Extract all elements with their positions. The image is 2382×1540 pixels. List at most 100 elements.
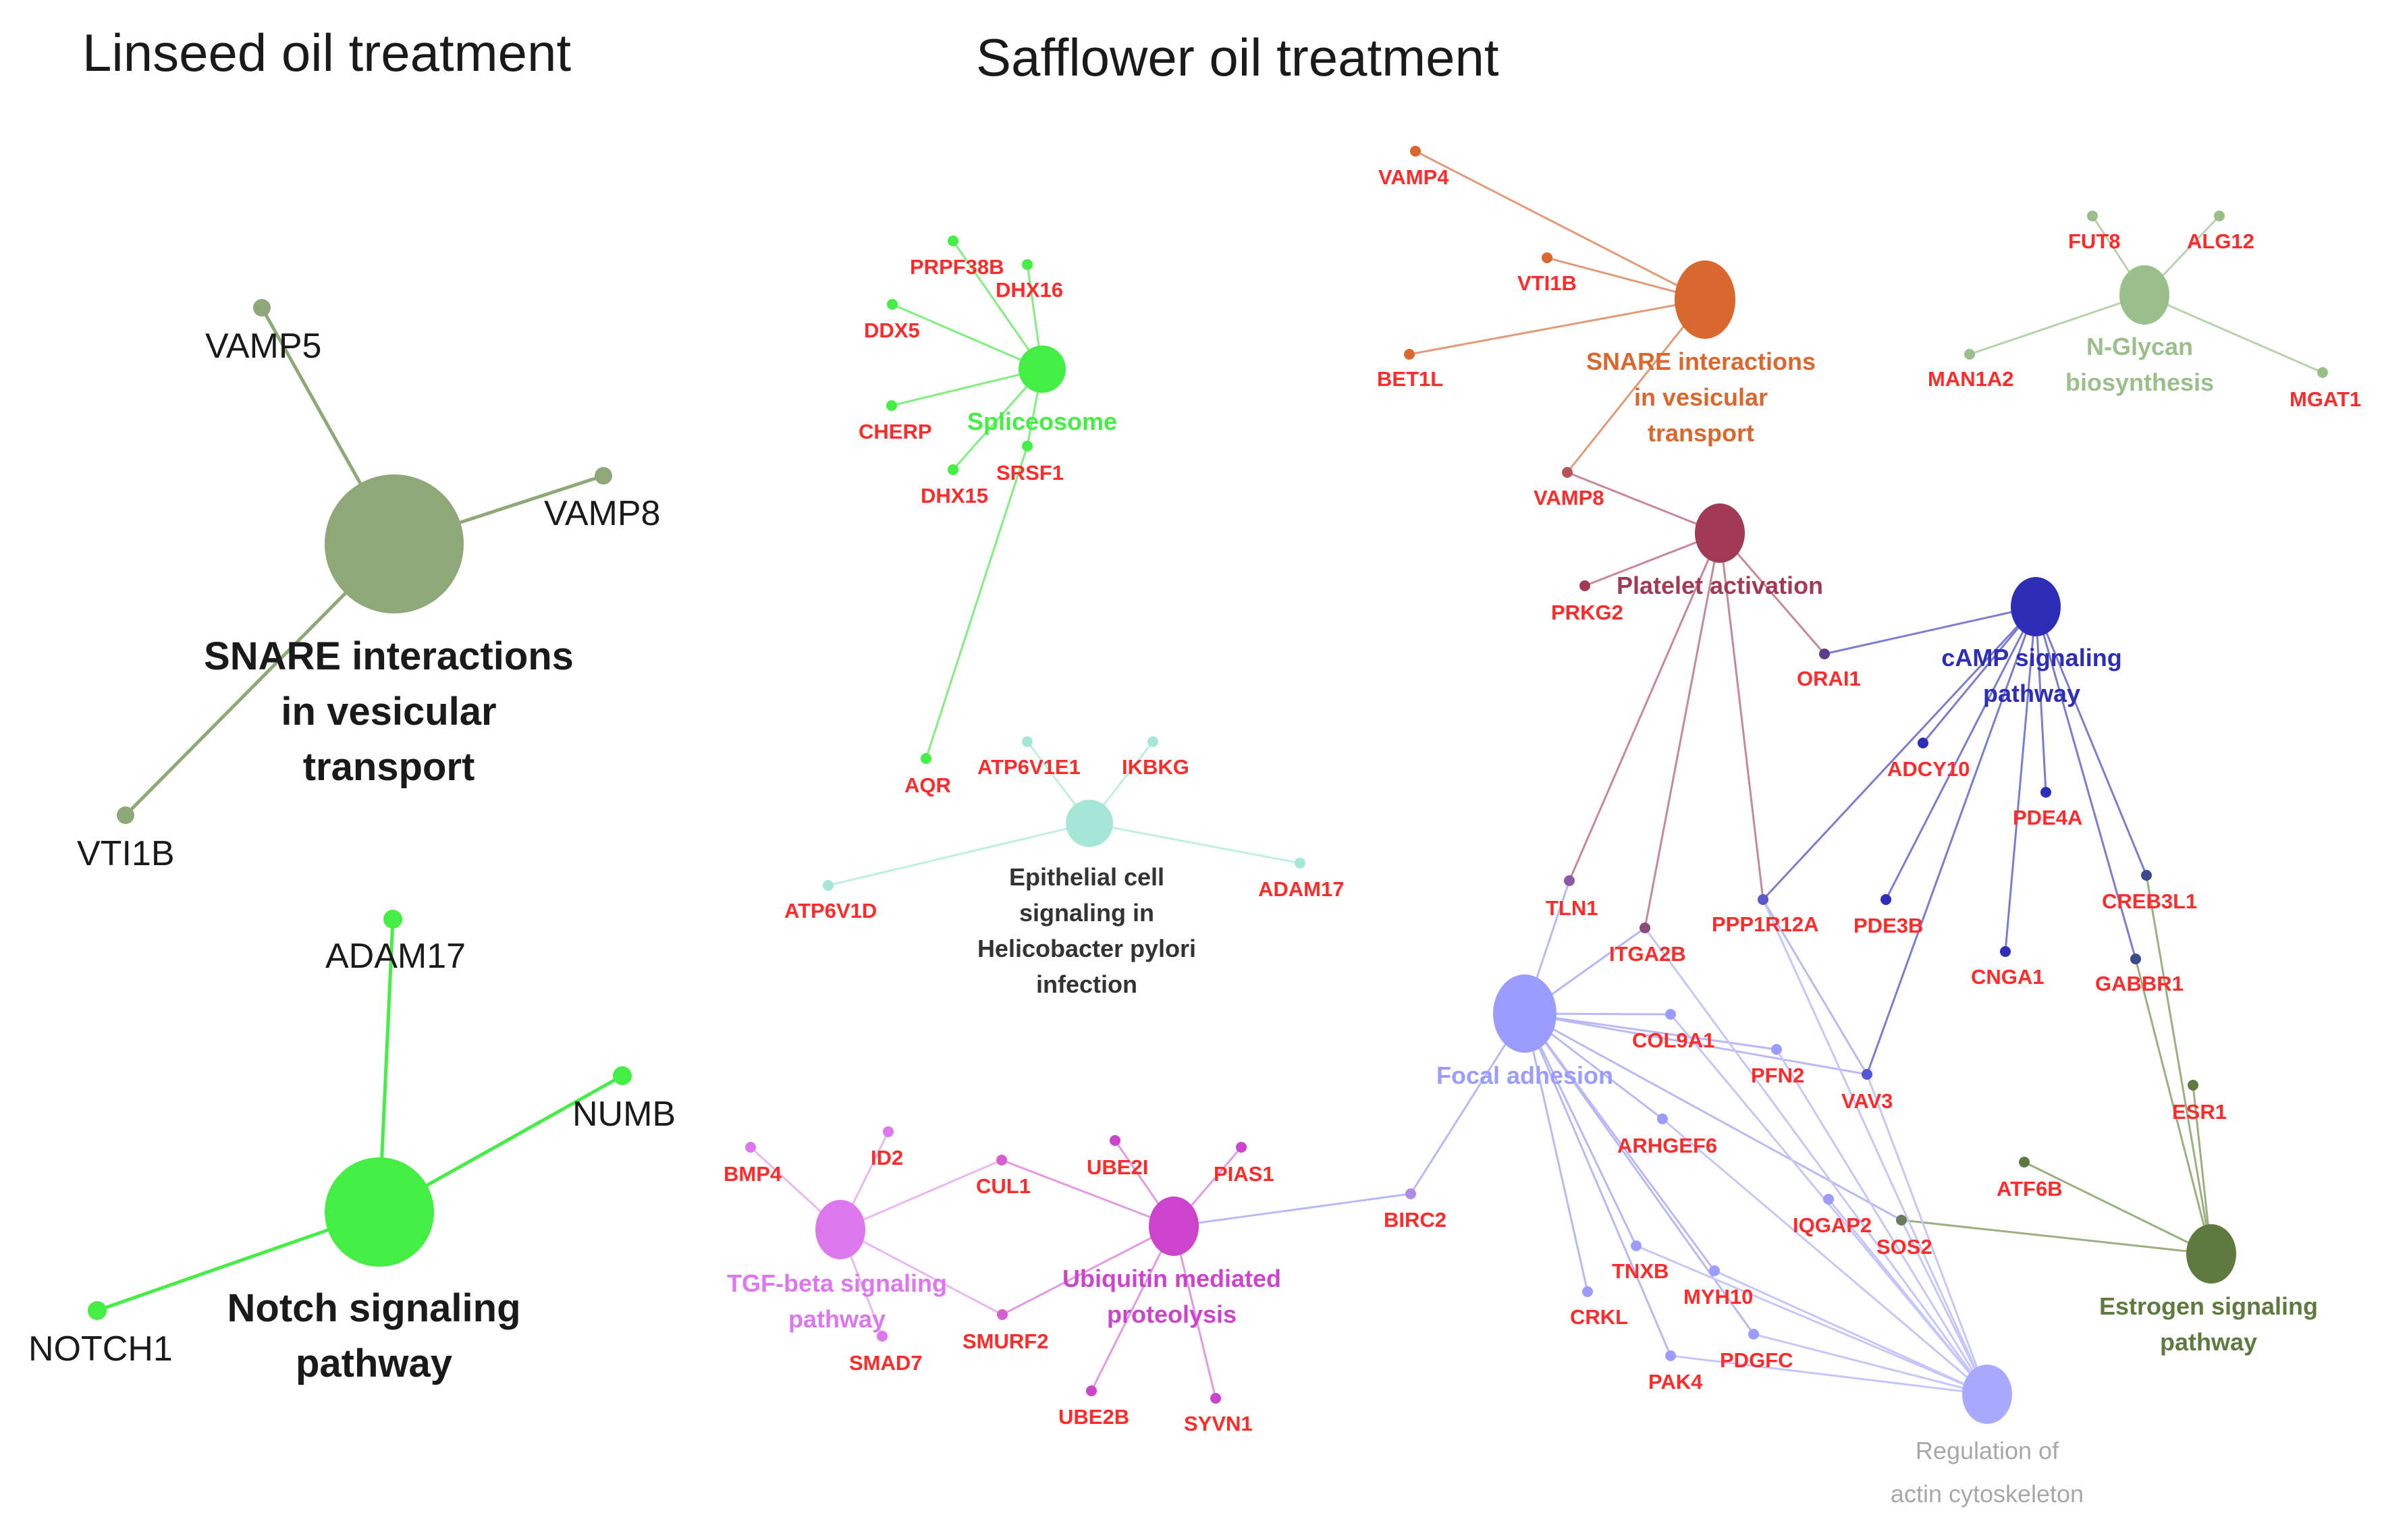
gene-label-dhx15: DHX15 (921, 484, 988, 507)
pathway-label-actin-line2: actin cytoskeleton (1891, 1480, 2084, 1508)
gene-label-atp6v1e1: ATP6V1E1 (977, 755, 1081, 779)
pathway-label-ubiquitin-line1: Ubiquitin mediated (1062, 1265, 1281, 1292)
gene-label-smurf2: SMURF2 (963, 1329, 1048, 1353)
gene-label-mgat1: MGAT1 (2290, 387, 2361, 411)
pathway-node-notch (325, 1157, 434, 1267)
safflower-pathway-labels: Spliceosome Epithelial cell signaling in… (727, 333, 2318, 1508)
pathway-label-snare-line3: transport (303, 745, 475, 789)
pathway-node-ubiquitin (1149, 1197, 1199, 1256)
pathway-label-tgf-line1: TGF-beta signaling (727, 1269, 947, 1297)
gene-label-prpf38b: PRPF38B (910, 255, 1004, 279)
pathway-label-snare-line1: SNARE interactions (204, 634, 574, 678)
gene-node-vamp5 (253, 299, 271, 317)
gene-label-arhgef6: ARHGEF6 (1617, 1134, 1717, 1157)
pathway-label-platelet: Platelet activation (1617, 572, 1823, 599)
gene-label-myh10: MYH10 (1683, 1285, 1753, 1309)
gene-label-smad7: SMAD7 (849, 1351, 923, 1375)
pathway-label-camp-line2: pathway (1983, 680, 2080, 707)
gene-node-numb (613, 1066, 632, 1085)
gene-label-notch1: NOTCH1 (28, 1329, 173, 1369)
gene-label-ppp1r12a: PPP1R12A (1712, 912, 1819, 936)
gene-label-pak4: PAK4 (1648, 1370, 1703, 1394)
gene-label-man1a2: MAN1A2 (1928, 367, 2013, 391)
gene-label-cnga1: CNGA1 (1971, 965, 2045, 989)
pathway-label-helicobacter-line3: Helicobacter pylori (977, 935, 1196, 962)
safflower-edges (749, 150, 2323, 1399)
gene-label-ddx5: DDX5 (864, 319, 920, 342)
pathway-label-helicobacter-line4: infection (1036, 970, 1137, 998)
pathway-node-tgf (815, 1200, 865, 1259)
gene-label-ikbkg: IKBKG (1122, 755, 1189, 779)
pathway-label-snare-saff-line2: in vesicular (1634, 383, 1768, 411)
pathway-label-focal: Focal adhesion (1436, 1062, 1613, 1089)
pathway-label-helicobacter-line2: signaling in (1019, 899, 1154, 927)
pathway-node-spliceosome (1019, 346, 1066, 393)
gene-label-vti1b-saff: VTI1B (1517, 271, 1577, 295)
gene-label-orai1: ORAI1 (1797, 667, 1861, 690)
gene-label-srsf1: SRSF1 (996, 461, 1064, 485)
gene-label-adcy10: ADCY10 (1887, 757, 1970, 781)
gene-label-tnxb: TNXB (1612, 1259, 1669, 1283)
gene-label-prkg2: PRKG2 (1551, 601, 1623, 624)
gene-label-dhx16: DHX16 (996, 278, 1063, 302)
gene-label-adam17: ADAM17 (325, 937, 466, 976)
gene-label-tln1: TLN1 (1546, 896, 1598, 920)
gene-label-syvn1: SYVN1 (1184, 1412, 1253, 1435)
gene-node-adam17 (383, 910, 402, 929)
gene-label-birc2: BIRC2 (1384, 1208, 1446, 1232)
gene-label-vamp8: VAMP8 (544, 494, 660, 533)
gene-label-itga2b: ITGA2B (1609, 942, 1686, 966)
linseed-title: Linseed oil treatment (82, 23, 571, 82)
gene-label-vamp8-saff: VAMP8 (1534, 486, 1604, 510)
pathway-node-helicobacter (1066, 800, 1113, 847)
pathway-label-estrogen-line2: pathway (2160, 1328, 2257, 1356)
gene-label-esr1: ESR1 (2172, 1100, 2227, 1124)
pathway-label-estrogen-line1: Estrogen signaling (2099, 1292, 2318, 1320)
gene-label-fut8: FUT8 (2068, 229, 2121, 253)
pathway-label-helicobacter-line1: Epithelial cell (1009, 863, 1164, 891)
gene-label-sos2: SOS2 (1876, 1235, 1932, 1259)
linseed-snare-network: VAMP5 VAMP8 VTI1B SNARE interactions in … (77, 299, 660, 873)
pathway-label-camp-line1: cAMP signaling (1941, 644, 2121, 671)
linseed-notch-network: ADAM17 NUMB NOTCH1 Notch signaling pathw… (28, 910, 676, 1385)
safflower-pathway-nodes (815, 260, 2236, 1424)
gene-label-pfn2: PFN2 (1751, 1064, 1804, 1087)
pathway-label-snare-saff-line1: SNARE interactions (1586, 348, 1816, 375)
gene-label-ube2b: UBE2B (1058, 1405, 1129, 1429)
gene-node-vti1b (117, 806, 134, 824)
pathway-label-snare-saff-line3: transport (1648, 419, 1754, 447)
gene-label-alg12: ALG12 (2187, 229, 2254, 253)
gene-label-crkl: CRKL (1570, 1305, 1628, 1329)
gene-label-pias1: PIAS1 (1214, 1162, 1274, 1186)
gene-label-numb: NUMB (572, 1095, 676, 1134)
pathway-label-ubiquitin-line2: proteolysis (1107, 1300, 1237, 1328)
pathway-label-actin-line1: Regulation of (1916, 1437, 2059, 1464)
pathway-node-actin (1962, 1365, 2012, 1424)
gene-label-cherp: CHERP (859, 420, 932, 443)
pathway-node-estrogen (2186, 1224, 2236, 1284)
gene-label-id2: ID2 (871, 1146, 903, 1170)
gene-label-bet1l: BET1L (1377, 367, 1443, 391)
pathway-label-tgf-line2: pathway (788, 1305, 886, 1333)
gene-label-cul1: CUL1 (976, 1174, 1031, 1198)
gene-label-pde4a: PDE4A (2013, 806, 2082, 829)
gene-label-vamp5: VAMP5 (205, 327, 321, 366)
pathway-label-notch-line2: pathway (296, 1342, 452, 1385)
gene-label-col9a1: COL9A1 (1632, 1028, 1714, 1052)
gene-label-bmp4: BMP4 (724, 1162, 782, 1186)
gene-label-aqr: AQR (904, 773, 951, 797)
gene-label-atp6v1d: ATP6V1D (784, 899, 877, 923)
gene-label-pdgfc: PDGFC (1720, 1348, 1793, 1372)
pathway-label-spliceosome: Spliceosome (967, 408, 1117, 435)
safflower-gene-labels: PRPF38B DHX16 DDX5 CHERP DHX15 SRSF1 AQR… (724, 165, 2361, 1435)
gene-label-vti1b: VTI1B (77, 834, 175, 873)
gene-label-atf6b: ATF6B (1997, 1177, 2063, 1201)
pathway-label-nglycan-line2: biosynthesis (2065, 368, 2214, 396)
gene-label-creb3l1: CREB3L1 (2102, 889, 2197, 913)
pathway-node-nglycan (2119, 265, 2169, 325)
gene-node-notch1 (88, 1301, 107, 1320)
pathway-node-snare-safflower (1675, 260, 1735, 339)
gene-label-vamp4: VAMP4 (1378, 165, 1449, 189)
pathway-node-focal (1493, 974, 1557, 1053)
